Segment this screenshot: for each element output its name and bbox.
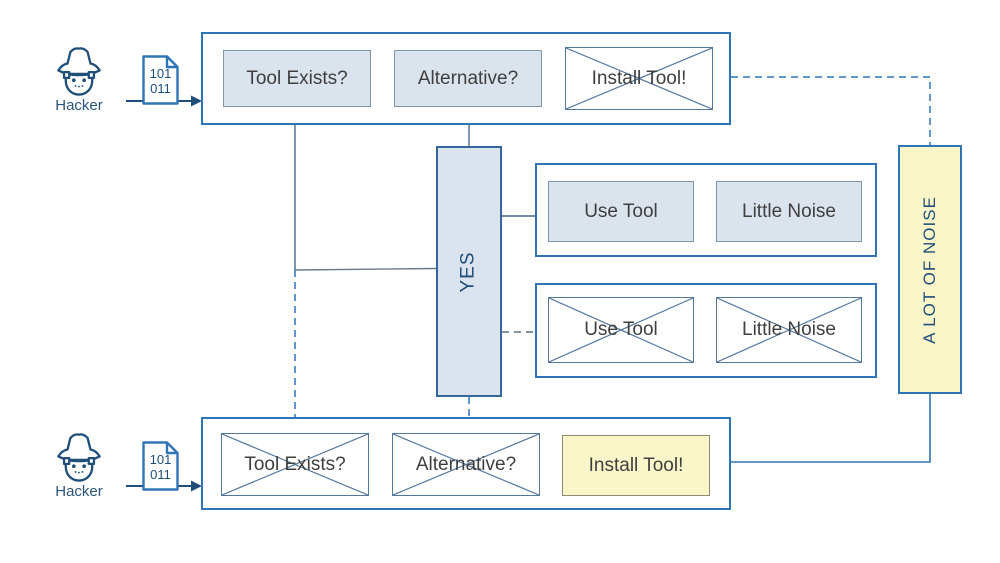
alternative-bottom-box: Alternative? (392, 433, 540, 496)
yes-label: YES (458, 250, 479, 293)
alternative-top-box: Alternative? (394, 50, 542, 107)
install-tool-top-box: Install Tool! (565, 47, 713, 110)
box-label: Install Tool! (588, 454, 684, 476)
box-label: Alternative? (415, 453, 517, 475)
box-label: Little Noise (742, 319, 836, 340)
cross-out-icon (566, 48, 712, 109)
hacker-icon (57, 47, 101, 96)
box-label: Use Tool (584, 319, 658, 340)
use-tool-active-box: Use Tool (548, 181, 694, 242)
line-noise-to-bottom (731, 394, 931, 463)
hacker-label: Hacker (55, 97, 103, 114)
line-into-yes (294, 267, 437, 271)
binary-file-icon (142, 55, 179, 105)
binary-file-text: 101 011 (149, 66, 172, 96)
noise-label: A LOT OF NOISE (920, 195, 939, 344)
tool-exists-bottom-box: Tool Exists? (221, 433, 369, 496)
binary-file-icon (142, 441, 179, 491)
box-label: Install Tool! (591, 67, 687, 89)
cross-out-icon (549, 298, 693, 362)
box-label: Use Tool (584, 200, 658, 222)
use-tool-inactive-box: Use Tool (548, 297, 694, 363)
little-noise-inactive-box: Little Noise (716, 297, 862, 363)
a-lot-of-noise-box: A LOT OF NOISE (898, 145, 962, 394)
dashed-to-noise (731, 76, 931, 145)
box-label: Tool Exists? (244, 453, 346, 475)
cross-out-icon (222, 434, 368, 495)
yes-box: YES (436, 146, 502, 397)
cross-out-icon (717, 298, 861, 362)
box-label: Tool Exists? (246, 67, 348, 89)
box-label: Alternative? (417, 67, 519, 89)
cross-out-icon (393, 434, 539, 495)
little-noise-active-box: Little Noise (716, 181, 862, 242)
box-label: Little Noise (742, 200, 836, 222)
binary-file-text: 101 011 (149, 452, 172, 482)
hacker-icon (57, 433, 101, 482)
install-tool-bottom-box: Install Tool! (562, 435, 710, 496)
hacker-label: Hacker (55, 483, 103, 500)
tool-exists-top-box: Tool Exists? (223, 50, 371, 107)
